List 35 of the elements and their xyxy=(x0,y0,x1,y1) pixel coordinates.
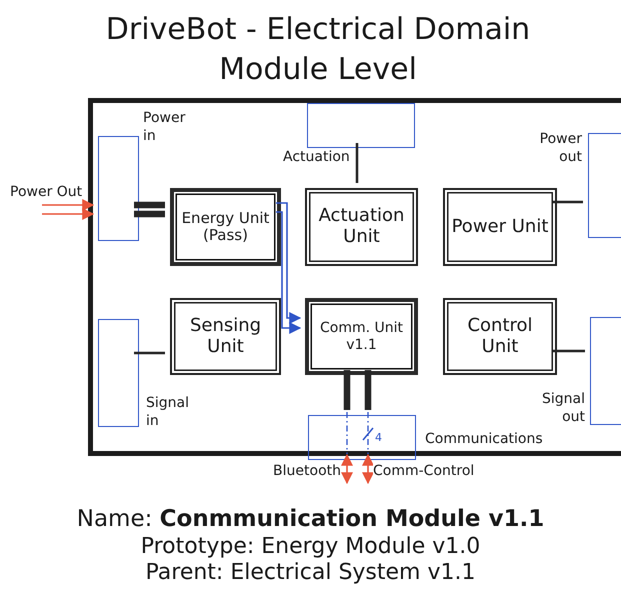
unit-label: Control Unit xyxy=(466,316,534,358)
connector-line xyxy=(356,143,358,183)
arrow xyxy=(42,199,94,211)
connector-line xyxy=(552,350,585,352)
unit-box xyxy=(170,188,281,266)
port-label: Actuation xyxy=(283,148,351,166)
info-line: Prototype: Energy Module v1.0 xyxy=(140,535,482,560)
arrow xyxy=(42,208,94,220)
unit-box xyxy=(305,298,418,375)
connector-line xyxy=(134,210,165,218)
arrow xyxy=(362,454,374,484)
connector-line xyxy=(552,200,583,204)
info-line: Name: Conmmunication Module v1.1 xyxy=(76,507,546,532)
port-label: Communications xyxy=(425,430,544,448)
port-note: 4 xyxy=(375,432,383,444)
unit-label: Energy Unit (Pass) xyxy=(180,210,270,244)
unit-box xyxy=(443,188,557,266)
arrow xyxy=(341,454,353,484)
unit-label: Power Unit xyxy=(450,216,550,238)
connector-line xyxy=(344,370,350,410)
unit-label: Comm. Unit v1.1 xyxy=(318,320,404,353)
unit-label: Sensing Unit xyxy=(188,316,262,358)
unit-box xyxy=(170,298,281,375)
port-label: Signal out xyxy=(540,390,585,426)
unit-box xyxy=(443,298,557,375)
unit-label: Actuation Unit xyxy=(318,206,406,248)
connector-line xyxy=(364,370,372,410)
info-line: Parent: Electrical System v1.1 xyxy=(144,561,476,586)
port-label: Signal in xyxy=(146,394,190,430)
title: DriveBot - Electrical Domain Module Level xyxy=(104,11,532,89)
connector-line xyxy=(134,202,165,208)
port-label: Power out xyxy=(538,130,582,166)
connector-line xyxy=(134,352,165,354)
unit-box xyxy=(305,188,418,266)
port-label: Power in xyxy=(143,109,186,146)
